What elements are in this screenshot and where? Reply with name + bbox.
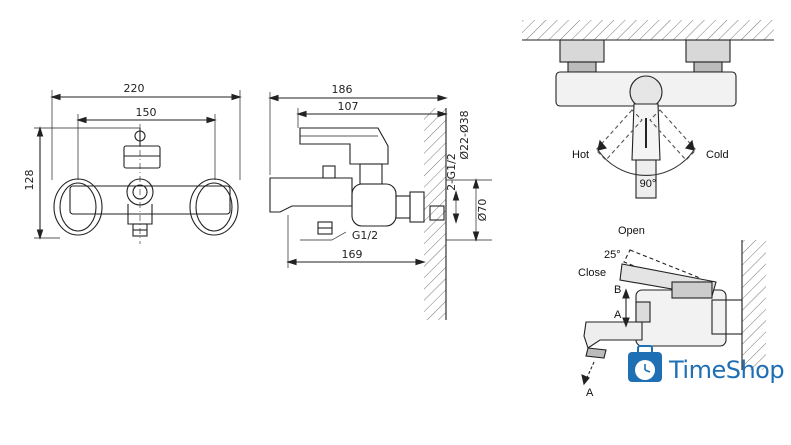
watermark-brand-part2: Shop: [725, 356, 785, 384]
dim-side-spout: 169: [342, 248, 363, 261]
label-hot: Hot: [572, 149, 589, 161]
side-view: [268, 92, 492, 320]
operation-view: [581, 240, 766, 386]
dim-front-width: 220: [124, 82, 145, 95]
label-open: Open: [618, 225, 645, 237]
label-angle: 25°: [604, 249, 621, 261]
dim-front-height: 128: [23, 170, 36, 191]
label-close: Close: [578, 267, 606, 279]
label-outlet-a: A: [586, 387, 594, 399]
dim-pipe-diameters: Ø22-Ø38: [458, 110, 471, 159]
label-cold: Cold: [706, 149, 729, 161]
watermark-logo: TimeShop: [669, 356, 785, 384]
dim-front-inner-width: 150: [136, 106, 157, 119]
dim-inlet-thread: 2-G1/2: [445, 153, 458, 191]
rotation-view: [522, 20, 774, 199]
label-arrow-b: B: [614, 284, 621, 296]
dim-flange-diameter: Ø70: [476, 199, 489, 222]
dim-outlet-thread: G1/2: [352, 229, 378, 242]
front-view: [34, 90, 242, 244]
label-rotation: 90°: [640, 178, 657, 190]
label-arrow-a: A: [614, 309, 622, 321]
dim-side-depth: 186: [332, 83, 353, 96]
briefcase-clock-icon: [628, 345, 662, 382]
watermark-brand-part1: Time: [669, 356, 726, 384]
dim-side-body: 107: [338, 100, 359, 113]
